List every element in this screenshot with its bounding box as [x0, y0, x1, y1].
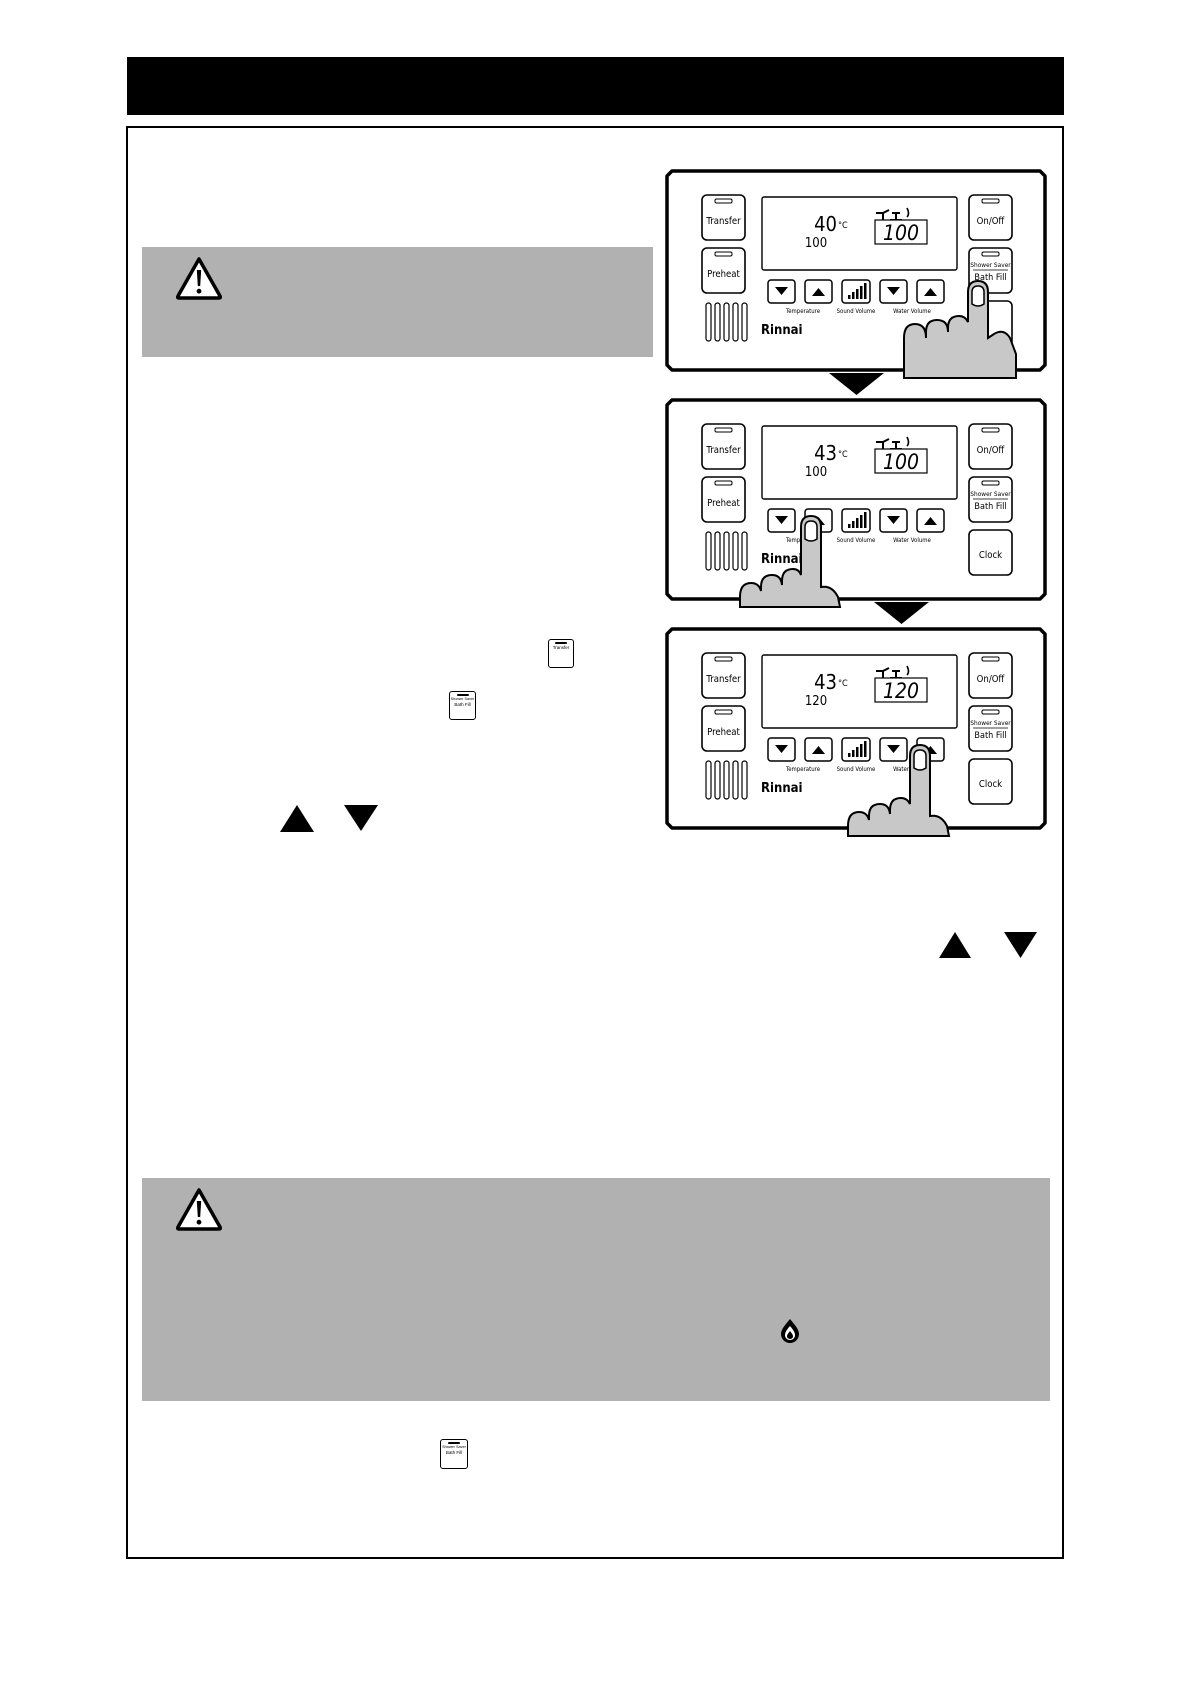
water-volume-label: Water Volume [893, 308, 931, 315]
remote-panel: Transfer Preheat 43 °C 100 100 [664, 397, 1048, 611]
bath-fill-label: Bath Fill [974, 731, 1006, 741]
remote-panel: Transfer Preheat 40 °C 100 [664, 168, 1048, 382]
speaker-grille [705, 531, 748, 571]
temperature-up-button[interactable] [804, 737, 833, 762]
lcd-set-value: 100 [805, 465, 827, 480]
caution-box-bottom [142, 1178, 1050, 1401]
pressing-hand [739, 514, 842, 608]
on-off-button[interactable]: On/Off [968, 423, 1013, 470]
shower-icon [876, 436, 910, 450]
on-off-label: On/Off [977, 674, 1006, 685]
lcd-set-value: 120 [805, 694, 827, 709]
bath-fill-button[interactable]: Shower Saver Bath Fill [968, 705, 1013, 752]
temperature-label: Temperature [785, 766, 821, 773]
arrow-down-icon [874, 602, 929, 624]
lcd-display: 40 °C 100 100 [761, 196, 958, 271]
sound-volume-button[interactable] [841, 508, 871, 533]
preheat-label: Preheat [707, 727, 740, 738]
rinnai-logo: Rinnai [761, 781, 803, 796]
on-off-button[interactable]: On/Off [968, 194, 1013, 241]
transfer-button[interactable]: Transfer [701, 194, 746, 241]
bath-fill-button[interactable]: Shower Saver Bath Fill [968, 476, 1013, 523]
sound-volume-label: Sound Volume [837, 766, 876, 773]
preheat-label: Preheat [707, 269, 740, 280]
shower-saver-label: Shower Saver [970, 490, 1011, 498]
water-volume-down-button[interactable] [879, 279, 908, 304]
shower-icon [876, 665, 910, 679]
water-volume-down-button[interactable] [879, 508, 908, 533]
bath-fill-label: Bath Fill [974, 502, 1006, 512]
clock-label: Clock [979, 779, 1002, 790]
clock-button[interactable]: Clock [968, 758, 1013, 805]
triangle-down-icon [1004, 932, 1037, 958]
content-frame [126, 126, 1064, 1559]
sound-volume-button[interactable] [841, 737, 871, 762]
transfer-label: Transfer [705, 674, 741, 685]
on-off-label: On/Off [977, 445, 1006, 456]
lcd-water-value: 100 [883, 221, 919, 245]
lcd-water-value: 100 [883, 450, 919, 474]
sound-volume-label: Sound Volume [837, 537, 876, 544]
arrow-down-icon [829, 373, 884, 395]
water-volume-label: Water Volume [893, 537, 931, 544]
transfer-label: Transfer [705, 216, 741, 227]
rinnai-logo: Rinnai [761, 552, 803, 567]
water-volume-up-button[interactable] [916, 279, 945, 304]
transfer-button[interactable]: Transfer [701, 423, 746, 470]
lcd-display: 43 °C 120 120 [761, 654, 958, 729]
water-volume-up-button[interactable] [916, 508, 945, 533]
lcd-temp-unit: °C [838, 221, 848, 231]
bath-fill-key-icon: Shower Saver Bath Fill [440, 1439, 468, 1469]
speaker-grille [705, 302, 748, 342]
remote-panel: Transfer Preheat 43 °C 120 120 [664, 626, 1048, 840]
preheat-button[interactable]: Preheat [701, 247, 746, 294]
preheat-label: Preheat [707, 498, 740, 509]
shower-saver-label: Shower Saver [970, 261, 1011, 269]
clock-button[interactable]: Clock [968, 529, 1013, 576]
sound-volume-label: Sound Volume [837, 308, 876, 315]
pressing-hand [903, 279, 1017, 379]
water-volume-down-button[interactable] [879, 737, 908, 762]
caution-box-top [142, 247, 653, 357]
temperature-down-button[interactable] [767, 508, 796, 533]
page-title-bar [127, 57, 1064, 115]
caution-triangle-icon [175, 1188, 223, 1231]
transfer-label: Transfer [705, 445, 741, 456]
lcd-temperature: 40 [814, 212, 837, 236]
caution-triangle-icon [175, 257, 223, 300]
flame-icon [781, 1319, 799, 1343]
temperature-down-button[interactable] [767, 737, 796, 762]
bath-fill-key-icon: Shower Saver Bath Fill [449, 691, 476, 720]
triangle-up-icon [280, 805, 314, 832]
temperature-up-button[interactable] [804, 279, 833, 304]
temperature-label: Temperature [785, 308, 821, 315]
transfer-button[interactable]: Transfer [701, 652, 746, 699]
speaker-grille [705, 760, 748, 800]
lcd-set-value: 100 [805, 236, 827, 251]
lcd-display: 43 °C 100 100 [761, 425, 958, 500]
temperature-down-button[interactable] [767, 279, 796, 304]
lcd-temperature: 43 [814, 441, 837, 465]
lcd-temp-unit: °C [838, 450, 848, 460]
on-off-label: On/Off [977, 216, 1006, 227]
rinnai-logo: Rinnai [761, 323, 803, 338]
preheat-button[interactable]: Preheat [701, 476, 746, 523]
sound-volume-button[interactable] [841, 279, 871, 304]
lcd-water-value: 120 [883, 679, 919, 703]
triangle-down-icon [344, 805, 378, 831]
on-off-button[interactable]: On/Off [968, 652, 1013, 699]
shower-saver-label: Shower Saver [970, 719, 1011, 727]
lcd-temp-unit: °C [838, 679, 848, 689]
lcd-temperature: 43 [814, 670, 837, 694]
bath-fill-label: Bath Fill [974, 273, 1006, 283]
transfer-key-icon: Transfer [548, 639, 574, 668]
pressing-hand [847, 743, 951, 837]
clock-label: Clock [979, 550, 1002, 561]
preheat-button[interactable]: Preheat [701, 705, 746, 752]
triangle-up-icon [939, 932, 971, 958]
